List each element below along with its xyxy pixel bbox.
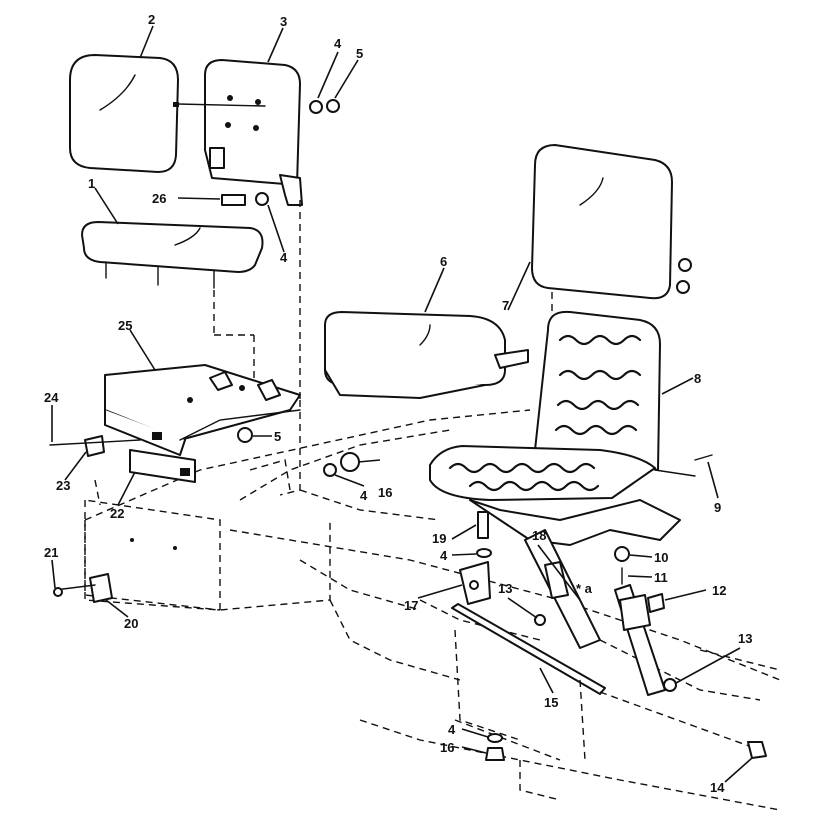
- callout-9: 9: [714, 500, 721, 515]
- callout-17: 17: [404, 598, 418, 613]
- callout-24: 24: [44, 390, 59, 405]
- callout-4-floor: 4: [360, 488, 368, 503]
- callout-12: 12: [712, 583, 726, 598]
- callout-4: 4: [334, 36, 342, 51]
- callout-3: 3: [280, 14, 287, 29]
- callout-16-bottom: 16: [440, 740, 454, 755]
- callout-2: 2: [148, 12, 155, 27]
- callout-22: 22: [110, 506, 124, 521]
- callout-20: 20: [124, 616, 138, 631]
- callout-10: 10: [654, 550, 668, 565]
- callout-13-lower: 13: [738, 631, 752, 646]
- callout-14: 14: [710, 780, 725, 795]
- callout-labels: 2 3 4 5 26 4 1 6 7 8 25 24 5 23 4 16 9 2…: [44, 12, 752, 795]
- left-bracket-assembly: [49, 432, 196, 483]
- right-lower-frame: [454, 629, 586, 761]
- callout-13-upper: 13: [498, 581, 512, 596]
- callout-5: 5: [356, 46, 363, 61]
- callout-4-lower-left: 4: [280, 250, 288, 265]
- center-seat-cushion: [324, 311, 529, 399]
- callout-16-floor: 16: [378, 485, 392, 500]
- callout-15: 15: [544, 695, 558, 710]
- callout-1: 1: [88, 176, 95, 191]
- callout-19: 19: [432, 531, 446, 546]
- crossbar-mount-bracket: [459, 561, 491, 605]
- callout-26: 26: [152, 191, 166, 206]
- crossbar: [451, 603, 761, 751]
- hardware: [221, 99, 767, 761]
- left-lower-box: [84, 499, 221, 611]
- callout-8: 8: [694, 371, 701, 386]
- right-back-cushion: [531, 144, 692, 318]
- callout-7: 7: [502, 298, 509, 313]
- seat-riser-bracket: [524, 529, 666, 696]
- callout-5-base: 5: [274, 429, 281, 444]
- callout-25: 25: [118, 318, 132, 333]
- callout-21: 21: [44, 545, 58, 560]
- left-seat-cushion: [81, 221, 264, 420]
- callout-6: 6: [440, 254, 447, 269]
- callout-4-riser: 4: [440, 548, 448, 563]
- callout-23: 23: [56, 478, 70, 493]
- latch-assembly: [53, 573, 113, 603]
- right-spring-frame: [429, 310, 696, 546]
- asterisk-marker: * a: [576, 581, 593, 596]
- left-seat-base: [104, 200, 301, 496]
- callout-18: 18: [532, 528, 546, 543]
- callout-11: 11: [654, 570, 668, 585]
- left-back-cushion: [69, 54, 179, 173]
- leader-lines: [51, 25, 753, 783]
- callout-4-bottom: 4: [448, 722, 456, 737]
- left-back-frame: [177, 59, 303, 206]
